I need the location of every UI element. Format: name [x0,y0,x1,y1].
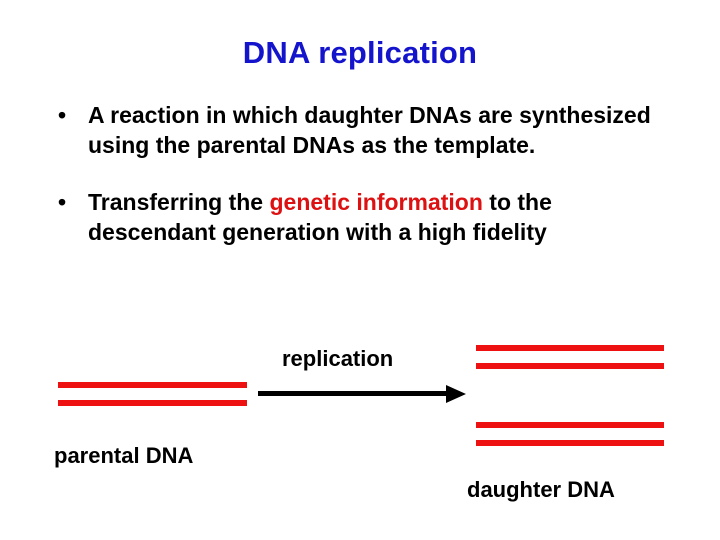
list-item: • Transferring the genetic information t… [50,187,680,248]
bullet-segment: to the descendant generation with a high… [88,188,552,246]
bullet-dot-icon: • [58,102,67,128]
bullet-segment-highlight: genetic information [269,188,483,215]
daughter-dna-label: daughter DNA [467,477,615,502]
parental-dna-strand [58,382,247,388]
daughter-dna-strand [476,345,664,351]
daughter-dna-strand [476,440,664,446]
bullet-list: • A reaction in which daughter DNAs are … [50,100,680,247]
parental-dna-label: parental DNA [54,443,194,468]
bullet-segment: A reaction in which daughter DNAs are sy… [88,102,651,159]
bullet-text: A reaction in which daughter DNAs are sy… [88,100,680,161]
replication-arrow-shaft [258,391,454,396]
replication-label: replication [282,346,394,371]
list-item: • A reaction in which daughter DNAs are … [50,100,680,161]
parental-dna-strand [58,400,247,406]
bullet-text: Transferring the genetic information to … [88,187,680,248]
daughter-dna-strand [476,422,664,428]
bullet-dot-icon: • [58,188,67,215]
page-title: DNA replication [242,35,478,70]
replication-arrow-head [446,385,466,403]
bullet-segment: Transferring the [88,188,270,215]
daughter-dna-strand [476,363,664,369]
